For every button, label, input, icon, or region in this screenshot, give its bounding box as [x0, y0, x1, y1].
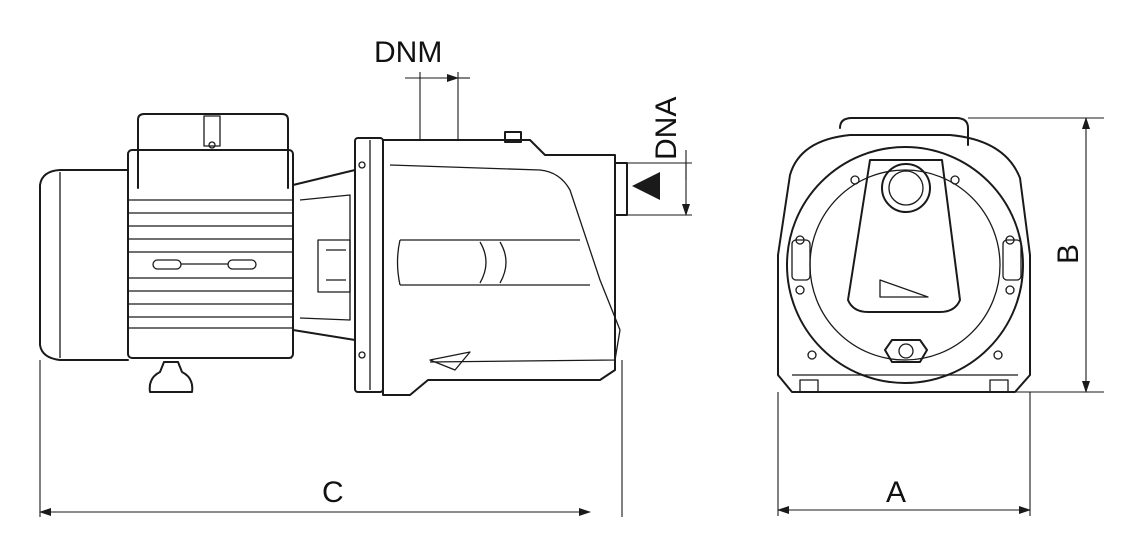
b-label: B	[1052, 244, 1085, 264]
pump-side-view	[39, 113, 628, 396]
pump-front-housing	[777, 134, 1031, 393]
pump-front-view	[777, 117, 1031, 393]
dna-dimension: DNA	[627, 97, 692, 216]
terminal-box	[137, 113, 289, 189]
motor-end-cap	[39, 169, 129, 361]
dna-label: DNA	[650, 97, 683, 160]
dnm-label: DNM	[374, 36, 442, 69]
dnm-dimension: DNM	[374, 36, 470, 140]
coupling-bracket	[292, 169, 356, 341]
pump-front-face	[786, 146, 1024, 384]
motor-body	[127, 149, 294, 359]
motor-foot	[148, 361, 194, 393]
c-label: C	[322, 476, 344, 509]
suction-port	[614, 162, 628, 216]
pump-body	[382, 139, 616, 396]
rotation-triangle-mark	[879, 279, 929, 298]
a-label: A	[886, 476, 906, 509]
motor-cooling-fins	[127, 199, 294, 329]
discharge-port	[881, 163, 931, 213]
b-dimension: B	[945, 117, 1104, 393]
a-dimension: A	[777, 392, 1031, 516]
flow-arrow-icon	[632, 172, 660, 200]
c-dimension: C	[39, 360, 623, 517]
drain-plug	[884, 339, 928, 363]
